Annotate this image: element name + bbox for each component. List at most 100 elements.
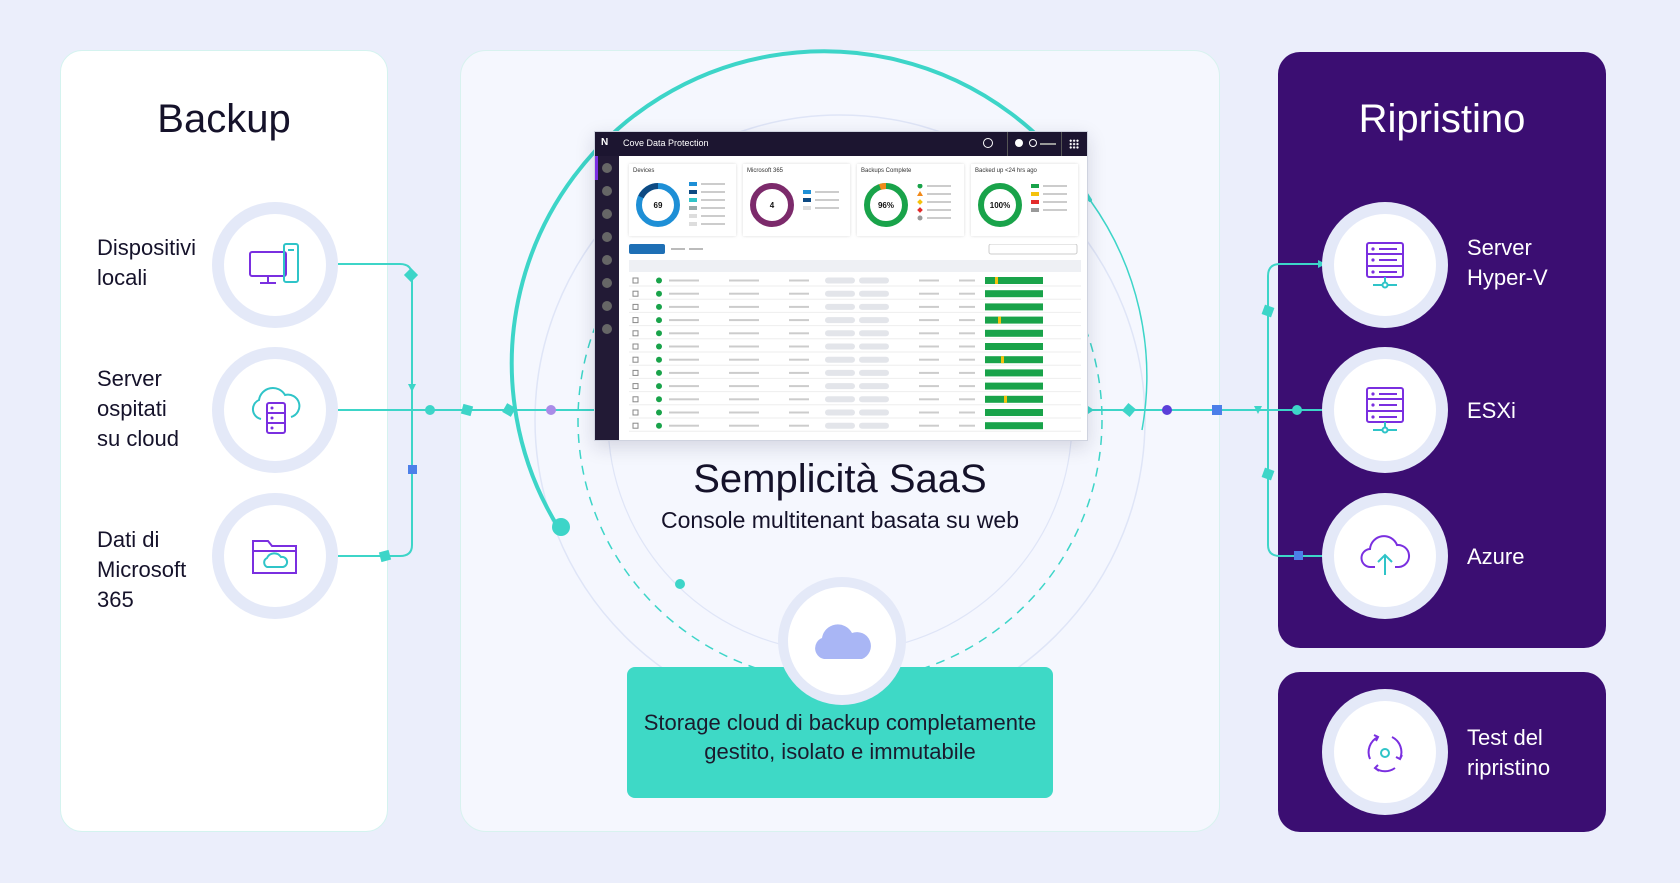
row-text	[669, 385, 699, 388]
row-text	[919, 345, 939, 348]
row-status	[656, 330, 662, 337]
backup-item-label: ospitati	[97, 396, 167, 421]
row-history-mark	[1004, 395, 1007, 403]
row-text	[919, 332, 939, 335]
backup-item-label: Dati di	[97, 527, 160, 552]
card-value: 96%	[877, 201, 894, 210]
row-checkbox	[632, 303, 639, 310]
row-text	[729, 292, 759, 295]
row-text	[669, 292, 699, 295]
row-history-mark	[1001, 356, 1004, 364]
row-text	[669, 398, 699, 401]
card-title: Devices	[633, 168, 655, 174]
row-text	[789, 424, 809, 427]
saas-title: Semplicità SaaS	[693, 457, 987, 501]
row-status	[656, 422, 662, 429]
devices-card[interactable]: Devices 69	[629, 164, 736, 236]
row-text	[669, 319, 699, 322]
microsoft-365-circle	[212, 493, 338, 619]
row-text	[789, 411, 809, 414]
devices-table[interactable]	[629, 244, 1081, 440]
microsoft-365-card[interactable]: Microsoft 365 4	[743, 164, 850, 236]
backup-item-label: locali	[97, 265, 148, 290]
row-pill	[825, 343, 855, 350]
row-history-bar	[985, 395, 1043, 403]
row-text	[729, 424, 759, 427]
row-history-mark	[998, 316, 1001, 324]
row-text	[959, 319, 975, 322]
restore-test-circle	[1322, 689, 1448, 815]
card-title: Backups Complete	[861, 168, 912, 174]
restore-item-label: Server	[1467, 235, 1532, 260]
restore-cycle-icon	[1367, 734, 1403, 773]
row-text	[729, 385, 759, 388]
row-text	[789, 371, 809, 374]
row-status	[656, 317, 662, 324]
row-checkbox	[632, 383, 639, 390]
apps-grid-icon[interactable]	[1069, 139, 1079, 149]
row-pill	[825, 396, 855, 403]
row-pill	[825, 383, 855, 390]
backup-item-microsoft-365: Dati di Microsoft 365	[97, 525, 186, 615]
filter-chip	[629, 244, 665, 254]
row-text	[959, 332, 975, 335]
restore-item-label: Hyper-V	[1467, 265, 1548, 290]
row-text	[959, 424, 975, 427]
row-pill	[859, 303, 889, 310]
row-checkbox	[632, 422, 639, 429]
row-checkbox	[632, 396, 639, 403]
row-text	[669, 424, 699, 427]
row-status	[656, 303, 662, 310]
row-text	[729, 371, 759, 374]
help-icon[interactable]	[1015, 139, 1023, 147]
row-text	[919, 424, 939, 427]
row-text	[919, 358, 939, 361]
user-icon[interactable]	[1029, 139, 1037, 147]
row-text	[729, 398, 759, 401]
row-history-bar	[985, 316, 1043, 324]
table-search	[988, 244, 1078, 255]
backed-up-24h-card[interactable]: Backed up <24 hrs ago 100%	[971, 164, 1078, 236]
toolbar-text	[689, 248, 703, 250]
row-pill	[825, 356, 855, 363]
card-value: 4	[769, 201, 775, 210]
row-text	[789, 279, 809, 282]
restore-item-hyperv: Server Hyper-V	[1467, 233, 1548, 293]
row-history-bar	[985, 369, 1043, 377]
hyperv-circle	[1322, 202, 1448, 328]
row-pill	[825, 369, 855, 376]
saas-subtitle: Console multitenant basata su web	[661, 507, 1019, 533]
row-history-bar	[985, 329, 1043, 337]
row-pill	[859, 330, 889, 337]
restore-test-label: Test del ripristino	[1467, 723, 1550, 783]
row-text	[959, 371, 975, 374]
row-checkbox	[632, 277, 639, 284]
local-devices-circle	[212, 202, 338, 328]
row-text	[919, 292, 939, 295]
row-pill	[825, 303, 855, 310]
row-pill	[859, 356, 889, 363]
row-text	[919, 398, 939, 401]
row-text	[919, 371, 939, 374]
cloud-servers-circle	[212, 347, 338, 473]
backups-complete-card[interactable]: Backups Complete 96%	[857, 164, 964, 236]
card-value: 100%	[989, 201, 1011, 210]
restore-item-esxi: ESXi	[1467, 398, 1516, 423]
server-rack-icon	[1366, 387, 1404, 434]
row-text	[669, 371, 699, 374]
row-pill	[859, 383, 889, 390]
storage-line: Storage cloud di backup completamente	[643, 710, 1037, 735]
row-text	[959, 398, 975, 401]
row-status	[656, 396, 662, 403]
cloud-icon	[815, 624, 871, 659]
search-icon[interactable]	[983, 138, 993, 148]
row-pill	[859, 317, 889, 324]
azure-circle	[1322, 493, 1448, 619]
console-sidebar	[595, 156, 619, 440]
row-text	[959, 345, 975, 348]
row-checkbox	[632, 290, 639, 297]
row-text	[959, 358, 975, 361]
row-history-bar	[985, 356, 1043, 364]
storage-description: Storage cloud di backup completamente ge…	[627, 708, 1053, 766]
row-status	[656, 277, 662, 284]
